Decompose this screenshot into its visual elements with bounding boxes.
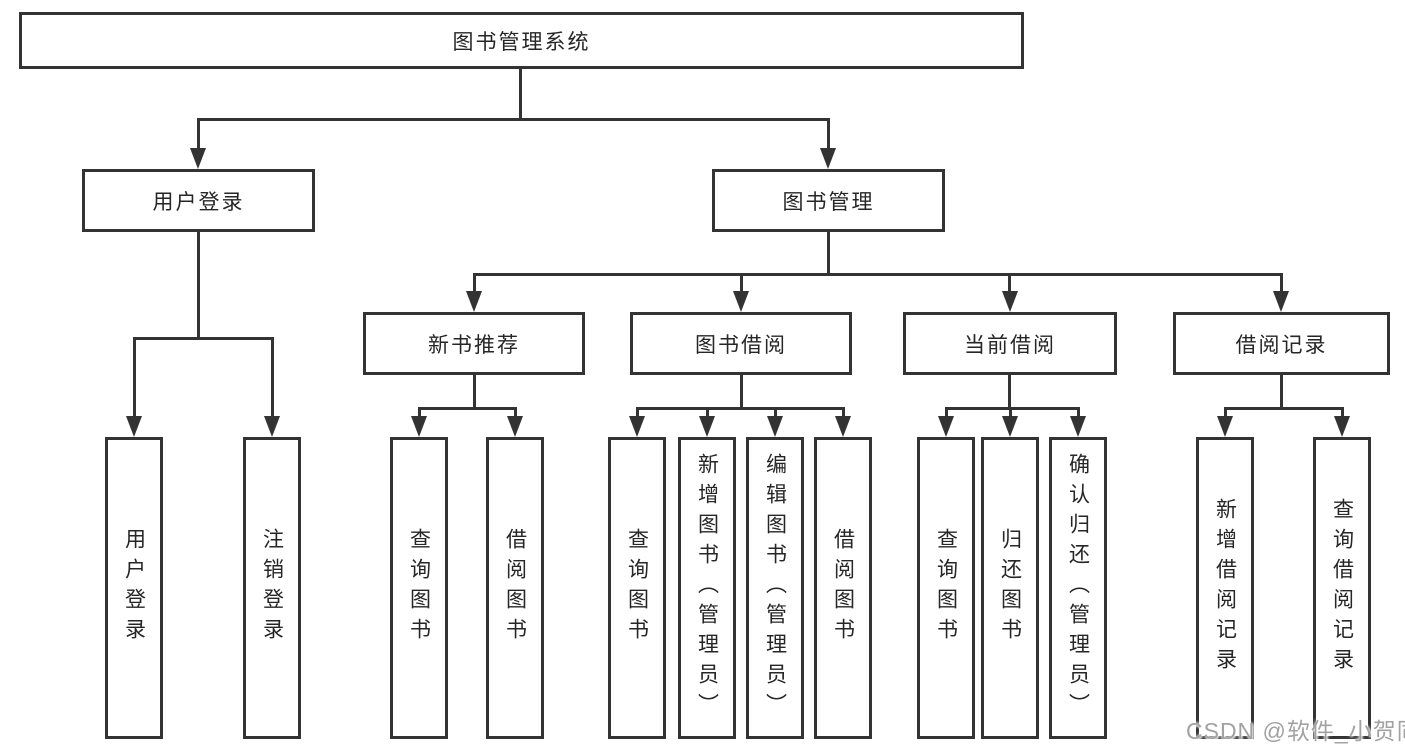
arrowhead-leaf	[699, 416, 715, 437]
arrowhead-leaf	[1002, 416, 1018, 437]
leaf-query-borrow-record: 查询借阅记录	[1313, 437, 1371, 739]
connector-current-borrow-stem	[1008, 375, 1011, 408]
leaf-borrow-books: 借阅图书	[814, 437, 872, 739]
connector-leaf-shaft	[1077, 407, 1080, 421]
node-current-borrow: 当前借阅	[903, 312, 1117, 375]
connector-book-mgmt-stem	[827, 232, 830, 273]
leaf-return-books: 归还图书	[981, 437, 1039, 739]
arrowhead-book-borrow	[733, 291, 749, 312]
leaf-add-books-admin: 新增图书（管理员）	[678, 437, 736, 739]
connector-leaf-shaft	[1341, 407, 1344, 421]
arrowhead-leaf	[1334, 416, 1350, 437]
arrowhead-borrow-record	[1273, 291, 1289, 312]
connector-section-shaft	[1280, 273, 1283, 293]
node-new-book-recommend: 新书推荐	[363, 312, 585, 375]
connector-user-login-stem	[197, 232, 200, 337]
connector-level1-hline	[197, 118, 830, 121]
connector-section-shaft	[740, 273, 743, 293]
node-borrow-record: 借阅记录	[1173, 312, 1390, 375]
arrowhead-leaf	[1217, 416, 1233, 437]
connector-borrow-record-hline	[1224, 407, 1344, 410]
connector-leaf-shaft	[133, 337, 136, 419]
connector-user-login-shaft	[197, 118, 200, 152]
connector-leaf-shaft	[636, 407, 639, 421]
connector-section-shaft	[1008, 273, 1011, 293]
connector-level2-hline	[473, 273, 1282, 276]
connector-book-mgmt-shaft	[827, 118, 830, 152]
connector-user-login-hline	[133, 337, 274, 340]
connector-section-shaft	[473, 273, 476, 293]
arrowhead-leaf	[264, 416, 280, 437]
node-user-login: 用户登录	[82, 169, 315, 232]
connector-current-borrow-hline	[945, 407, 1080, 410]
arrowhead-leaf	[411, 416, 427, 437]
connector-leaf-shaft	[706, 407, 709, 421]
arrowhead-leaf	[938, 416, 954, 437]
connector-book-borrow-hline	[636, 407, 845, 410]
leaf-logout: 注销登录	[243, 437, 301, 739]
arrowhead-leaf	[835, 416, 851, 437]
leaf-query-books: 查询图书	[390, 437, 448, 739]
watermark-text: CSDN @软件_小贺同学	[1186, 718, 1405, 744]
leaf-user-login: 用户登录	[105, 437, 163, 739]
leaf-query-books: 查询图书	[608, 437, 666, 739]
connector-leaf-shaft	[514, 407, 517, 421]
connector-leaf-shaft	[1009, 407, 1012, 421]
connector-root-stem	[519, 69, 522, 118]
node-root-library-system: 图书管理系统	[19, 12, 1024, 69]
arrowhead-leaf	[126, 416, 142, 437]
arrowhead-new-book	[466, 291, 482, 312]
connector-book-borrow-stem	[740, 375, 743, 408]
leaf-confirm-return-admin: 确认归还（管理员）	[1049, 437, 1107, 739]
leaf-borrow-books: 借阅图书	[486, 437, 544, 739]
connector-leaf-shaft	[271, 337, 274, 419]
arrowhead-book-mgmt	[820, 148, 836, 169]
arrowhead-leaf	[629, 416, 645, 437]
connector-leaf-shaft	[945, 407, 948, 421]
connector-borrow-record-stem	[1280, 375, 1283, 408]
arrowhead-leaf	[1070, 416, 1086, 437]
node-book-management: 图书管理	[712, 169, 945, 232]
arrowhead-current-borrow	[1002, 291, 1018, 312]
arrowhead-user-login	[190, 148, 206, 169]
connector-leaf-shaft	[842, 407, 845, 421]
connector-leaf-shaft	[418, 407, 421, 421]
connector-new-book-stem	[473, 375, 476, 408]
leaf-add-borrow-record: 新增借阅记录	[1196, 437, 1254, 739]
connector-leaf-shaft	[1224, 407, 1227, 421]
arrowhead-leaf	[507, 416, 523, 437]
leaf-query-books: 查询图书	[917, 437, 975, 739]
connector-leaf-shaft	[774, 407, 777, 421]
leaf-edit-books-admin: 编辑图书（管理员）	[746, 437, 804, 739]
arrowhead-leaf	[767, 416, 783, 437]
node-book-borrow: 图书借阅	[630, 312, 852, 375]
connector-new-book-hline	[418, 407, 517, 410]
